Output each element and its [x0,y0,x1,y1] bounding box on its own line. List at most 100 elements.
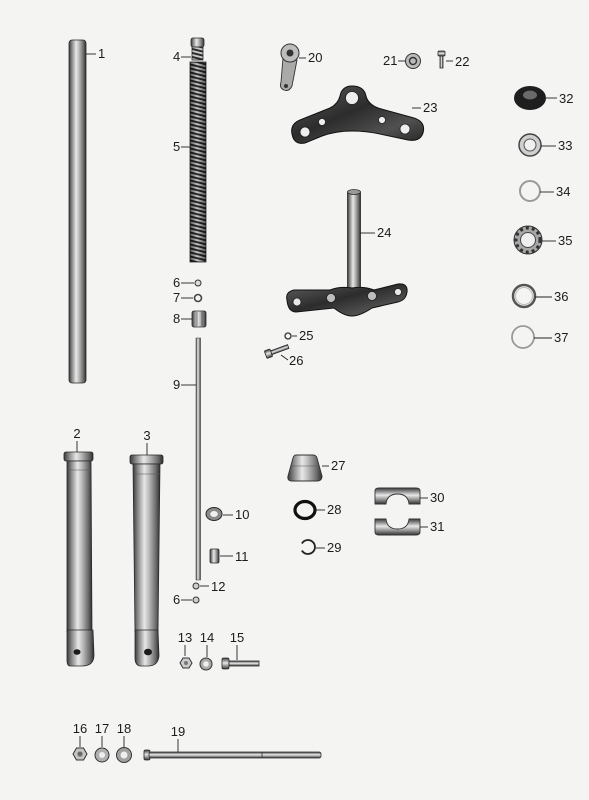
cap-inner [408,56,418,66]
part-23-top-clamp-plate [291,85,425,144]
part-6-ring-upper [194,279,202,287]
part-32-rubber-cup [514,86,546,110]
tube-body [68,39,87,384]
callout-37: 37 [554,330,568,345]
callout-12: 12 [211,579,225,594]
part-14-washer [199,657,213,671]
hex-nut-hole [184,661,188,665]
slotted-nut-hole [520,232,536,248]
clamp-hole [292,297,302,307]
part-18-washer [116,747,132,763]
cup-inner [523,90,537,100]
callout-3: 3 [143,428,150,443]
ring-inner [515,287,533,305]
part-25-ring [284,332,292,340]
part-10-washer [205,507,223,521]
washer-hole [210,511,218,517]
callout-30: 30 [430,490,444,505]
bolt-shank [228,660,260,667]
callout-29: 29 [327,540,341,555]
part-19-axle [143,749,322,761]
slider-lug [134,629,160,667]
part-11-sleeve [209,548,220,564]
callout-18: 18 [117,721,131,736]
part-8-nut [191,310,207,328]
axle-shaft [148,751,322,759]
callout-21: 21 [383,53,397,68]
callout-32: 32 [559,91,573,106]
callout-20: 20 [308,50,322,65]
callout-34: 34 [556,184,570,199]
slider-hole [73,649,81,655]
part-16-hex-nut [72,747,88,761]
stem-top [347,189,361,195]
part-29-circlip [301,539,316,555]
callout-9: 9 [173,377,180,392]
part-20-bracket [279,43,300,91]
nut-body [191,310,207,328]
part-17-washer [94,747,110,763]
ring-outer [511,283,537,309]
bracket-arm [279,57,298,91]
washer-hole [99,752,105,758]
part-1-fork-tube [68,39,87,384]
callout-26: 26 [289,353,303,368]
plate-body [291,85,425,144]
leader-line-26 [280,354,289,361]
spring-shading [190,62,206,262]
slider-collar [129,454,164,465]
callout-35: 35 [558,233,572,248]
bracket-eye-hole [286,49,294,57]
callout-16: 16 [73,721,87,736]
callout-6-upper: 6 [173,275,180,290]
hex-nut-hole [77,751,83,757]
part-9-rod [195,337,201,581]
part-22-screw [437,50,446,69]
callout-28: 28 [327,502,341,517]
callout-27: 27 [331,458,345,473]
part-13-hex-nut [179,657,193,669]
part-7-ring [193,293,203,303]
nut-inner [523,138,537,152]
callout-24: 24 [377,225,391,240]
clamp-hole [326,293,336,303]
cap-outer [405,53,421,69]
callout-4: 4 [173,49,180,64]
callout-31: 31 [430,519,444,534]
slotted-nut-slots [514,226,542,254]
slider-lug [66,629,95,667]
plate-hole [345,91,359,105]
lower-clamp-body [286,283,408,317]
part-24-stem-lower-clamp [286,189,408,317]
part-21-cap [405,53,421,69]
part-27-cone-bushing [287,454,323,482]
part-36-ring [511,283,537,309]
part-15-bolt [221,657,260,670]
bolt-shank [270,344,290,356]
callout-15: 15 [230,630,244,645]
washer-hole [203,661,209,667]
callout-23: 23 [423,100,437,115]
plate-hole [318,118,326,126]
part-12-ring [192,582,200,590]
callout-10: 10 [235,507,249,522]
plate-hole [299,126,311,138]
washer-hole [120,751,128,759]
part-6-ring-lower [192,596,200,604]
plate-hole [378,116,386,124]
callout-22: 22 [455,54,469,69]
callout-2: 2 [73,426,80,441]
clamp-hole [367,291,377,301]
part-34-ring [519,180,541,202]
callout-6-lower: 6 [173,592,180,607]
plug-thread [191,46,204,61]
part-3-slider-right [129,454,164,667]
callout-13: 13 [178,630,192,645]
bolt-head [221,657,230,670]
part-2-slider-left [63,451,95,667]
callout-36: 36 [554,289,568,304]
stem-shaft [347,191,361,293]
part-5-spring [189,61,207,263]
plug-cap [190,37,205,48]
